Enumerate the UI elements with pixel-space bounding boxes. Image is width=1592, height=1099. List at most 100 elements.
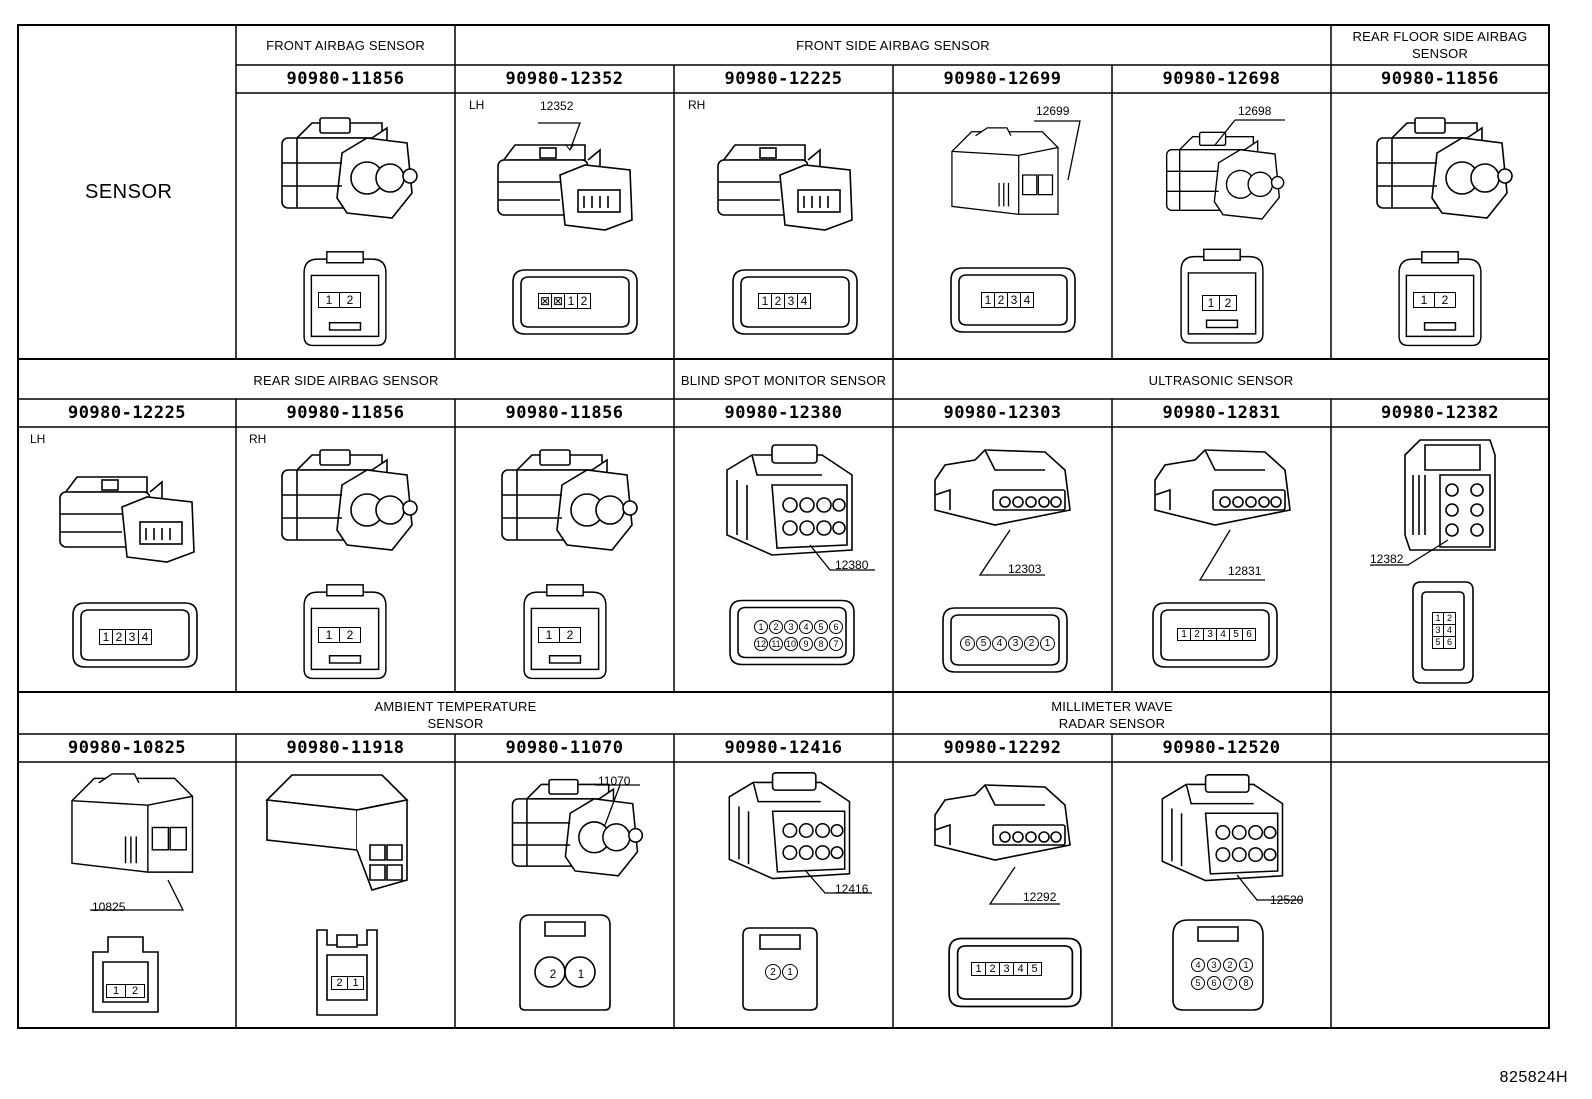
leader-line (1368, 535, 1458, 575)
pin-number: 3 (785, 294, 798, 308)
pin-number: 1 (352, 977, 359, 989)
pin-number: 2 (769, 620, 783, 634)
pin-number: 2 (995, 293, 1008, 307)
callout-label: 10825 (92, 900, 126, 914)
pin-number: 2 (1224, 296, 1232, 310)
pin-number: 1 (972, 963, 986, 975)
pin-number: 12 (754, 637, 768, 651)
pin-box: ⊠ ⊠ 1 2 (538, 293, 591, 309)
pin-box: 1 2 (538, 627, 581, 643)
pin-number: 1 (759, 294, 772, 308)
leader-line (970, 525, 1050, 585)
pin-number: 2 (113, 630, 126, 644)
pin-number: 11 (769, 637, 783, 651)
pin-number: 1 (565, 294, 578, 308)
connector-iso-drawing (710, 130, 860, 240)
pin-grid: 1 2 3 4 5 6 (1432, 612, 1456, 649)
connector-iso-drawing (262, 770, 422, 900)
pin-number: 7 (829, 637, 843, 651)
pin-number: 1 (1239, 958, 1253, 972)
leader-line (1030, 105, 1090, 185)
pin-number: 1 (1203, 296, 1220, 310)
connector-iso-drawing (492, 440, 642, 570)
connector-iso-drawing (272, 108, 422, 238)
leader-line (1205, 105, 1295, 155)
side-label-rh: RH (688, 98, 706, 112)
pin-number: 10 (784, 637, 798, 651)
header-ambient-temperature-sensor: AMBIENT TEMPERATURE SENSOR (374, 699, 537, 731)
callout-label: 11070 (598, 774, 631, 788)
header-front-airbag-sensor: FRONT AIRBAG SENSOR (266, 38, 425, 53)
part-number: 90980-11856 (286, 69, 405, 89)
pin-number: 2 (986, 963, 1000, 975)
connector-iso-drawing (272, 440, 422, 570)
pin-number: 1 (319, 293, 340, 307)
pin-number: 1 (1414, 293, 1435, 307)
leader-line (590, 775, 650, 835)
pin-number: 3 (1008, 293, 1021, 307)
pin-box: 1 2 3 4 5 6 (1177, 628, 1256, 641)
part-number: 90980-11856 (286, 403, 405, 423)
pin-row: 2 1 (765, 964, 798, 980)
callout-label: 12380 (835, 558, 869, 572)
side-label-lh: LH (30, 432, 46, 446)
part-number: 90980-11070 (505, 738, 624, 758)
drawing-code: 825824H (1499, 1069, 1568, 1086)
callout-label: 12382 (1370, 552, 1404, 566)
pin-number: 5 (1191, 976, 1205, 990)
pin-grid: 4 3 2 1 5 6 7 8 (1191, 958, 1253, 990)
pin-number: 3 (1207, 958, 1221, 972)
pin-number: 3 (1000, 963, 1014, 975)
pin-number: 1 (782, 964, 798, 980)
part-number: 90980-12699 (943, 69, 1062, 89)
part-number: 90980-10825 (67, 738, 187, 758)
part-number: 90980-11856 (505, 403, 624, 423)
pin-number: 5 (976, 636, 991, 651)
pin-box: 1 2 (1202, 295, 1237, 311)
leader-line (800, 865, 880, 905)
leader-line (985, 862, 1065, 912)
pin-number: 4 (1191, 958, 1205, 972)
pin-box: 1 2 (106, 984, 145, 998)
pin-number: 8 (814, 637, 828, 651)
connector-face-drawing (312, 925, 382, 1020)
pin-number: 2 (1191, 629, 1204, 640)
pin-number: 3 (1433, 625, 1444, 637)
pin-number: 6 (1446, 637, 1452, 647)
pin-number: 2 (566, 628, 574, 642)
pin-number: 4 (992, 636, 1007, 651)
pin-number: 6 (829, 620, 843, 634)
header-front-side-airbag-sensor: FRONT SIDE AIRBAG SENSOR (796, 38, 990, 53)
header-ultrasonic-sensor: ULTRASONIC SENSOR (1148, 373, 1294, 388)
pin-number: 2 (131, 985, 139, 997)
part-number: 90980-11918 (286, 738, 405, 758)
pin-number: 1 (1433, 613, 1444, 625)
sensor-row-label: SENSOR (85, 181, 173, 203)
pin-number: 9 (799, 637, 813, 651)
part-number: 90980-11856 (1380, 69, 1500, 89)
part-number: 90980-12382 (1380, 403, 1500, 423)
pin-number: 4 (1023, 293, 1031, 307)
header-rear-side-airbag-sensor: REAR SIDE AIRBAG SENSOR (253, 373, 439, 388)
pin-number: 2 (549, 967, 557, 981)
pin-blank: ⊠ (539, 294, 552, 308)
connector-iso-drawing (1395, 435, 1505, 560)
leader-line (1190, 525, 1270, 585)
callout-label: 12303 (1008, 562, 1042, 576)
callout-label: 12416 (835, 882, 869, 896)
pin-number: 4 (1444, 625, 1455, 637)
pin-number: 4 (141, 630, 149, 644)
pin-number: 5 (814, 620, 828, 634)
pin-number: 1 (1178, 629, 1191, 640)
pin-number: 7 (1223, 976, 1237, 990)
pin-box: 1 2 3 4 5 (971, 962, 1042, 976)
pin-number: 1 (577, 967, 585, 981)
part-number: 90980-12225 (724, 69, 843, 89)
pin-number: 1 (539, 628, 560, 642)
pin-number: 2 (1024, 636, 1039, 651)
pin-number: 3 (1008, 636, 1023, 651)
callout-label: 12831 (1228, 564, 1262, 578)
pin-number: 1 (107, 985, 126, 997)
part-number: 90980-12698 (1162, 69, 1281, 89)
